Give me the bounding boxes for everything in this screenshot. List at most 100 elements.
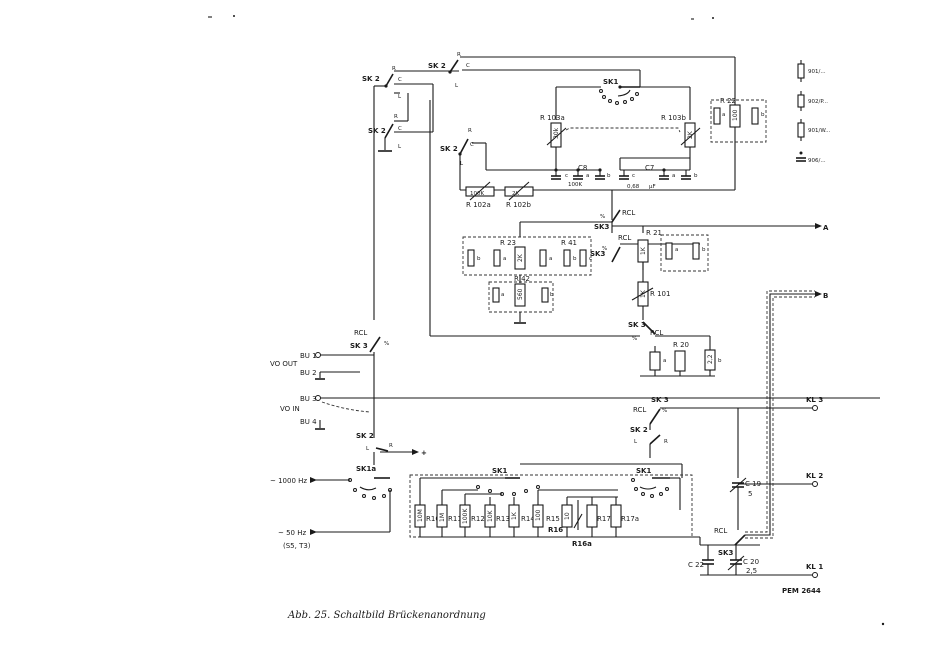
svg-text:a: a <box>503 256 506 262</box>
c19-value: 5 <box>748 490 752 498</box>
svg-text:a: a <box>501 292 504 298</box>
sk1-label-top: SK1 <box>603 78 618 86</box>
svg-text:b: b <box>718 358 722 364</box>
svg-text:a: a <box>549 256 552 262</box>
sk2a-l: L <box>398 94 402 100</box>
figure-caption: Abb. 25. Schaltbild Brückenanordnung <box>287 610 486 621</box>
r102-pair: 100K R 102a 2K R 102b <box>465 181 534 209</box>
c7-value: 0,68 <box>627 184 640 190</box>
svg-text:1K: 1K <box>640 246 647 255</box>
r17-label: R17 <box>597 515 611 523</box>
sk2a-r: R <box>392 66 396 72</box>
sk1a-label: SK1a <box>356 465 376 473</box>
sk2b-r: R <box>394 114 398 120</box>
r23-body <box>514 246 526 270</box>
svg-text:%: % <box>600 214 605 220</box>
svg-text:R: R <box>664 439 668 445</box>
r42-label: R 42 <box>514 275 530 283</box>
r16a-label: R16a <box>572 540 592 548</box>
r17a-label: R17a <box>621 515 639 523</box>
svg-text:RCL: RCL <box>714 527 727 535</box>
scan-marks <box>208 15 885 626</box>
svg-text:RCL: RCL <box>633 406 646 414</box>
svg-text:L: L <box>634 439 638 445</box>
svg-text:a: a <box>722 112 725 118</box>
svg-text:R: R <box>389 443 393 449</box>
out-a: A <box>823 224 829 232</box>
range-resistors: SK1 10M R10 1M R11 100K R12 10K R13 1K R… <box>409 463 700 548</box>
r15-label: R15 <box>546 515 560 523</box>
drawing-number: PEM 2644 <box>782 587 821 595</box>
r17-body <box>586 504 598 528</box>
svg-text:L: L <box>366 446 370 452</box>
sk1-top-rotary: SK1 <box>555 69 691 120</box>
r16-label: R16 <box>548 526 563 534</box>
capacitor-banks: C8 100K C7 0,68 µF c a b c a b <box>460 157 735 191</box>
r101: 1K R 101 <box>631 281 670 320</box>
r17a-body <box>610 504 622 528</box>
sk3-label-c: SK 3 <box>628 321 646 329</box>
sk3-label-a: SK3 <box>594 223 609 231</box>
r42-body <box>514 283 526 307</box>
left-bus: RCL SK 3 % BU 1 BU 2 VO OUT BU 3 VO IN B… <box>270 86 880 430</box>
svg-text:10: 10 <box>564 512 571 520</box>
svg-text:100K: 100K <box>462 508 469 524</box>
svg-text:b: b <box>694 173 698 179</box>
svg-text:c: c <box>589 256 592 262</box>
sk2-top-switches: SK 2 R C L SK 2 R C L SK 2 R C L SK 2 R <box>362 52 736 190</box>
r22-label: R 22 <box>720 97 736 105</box>
sk2b-l: L <box>398 144 402 150</box>
svg-text:100: 100 <box>535 509 542 521</box>
sk3-label-left: SK 3 <box>350 342 368 350</box>
sk2-label-b: SK 2 <box>368 127 386 135</box>
svg-text:b: b <box>477 256 481 262</box>
svg-text:10M: 10M <box>417 509 424 522</box>
svg-text:b: b <box>761 112 765 118</box>
legend-1: 901/... <box>808 69 826 75</box>
sk2c-l: L <box>455 83 459 89</box>
src-50hz: ~ 50 Hz <box>278 529 306 537</box>
svg-text:RCL: RCL <box>622 209 635 217</box>
vout: VO OUT <box>270 360 298 368</box>
r23-r41-r42-block: R 23 R 41 2K b a a b c R 42 560 a b <box>462 236 592 324</box>
sk2-label-e: SK 2 <box>356 432 374 440</box>
sk1b-contacts <box>631 478 669 498</box>
svg-text:2K: 2K <box>517 253 524 262</box>
right-bus: SK 3 RCL % KL 3 SK 2 L R SK1 <box>630 396 823 510</box>
svg-text:100: 100 <box>732 109 739 121</box>
sk2-label-f: SK 2 <box>630 426 648 434</box>
r20-label: R 20 <box>673 341 689 349</box>
legend-2: 902/P... <box>808 99 828 105</box>
sk1a-contacts <box>348 478 392 500</box>
svg-text:%: % <box>602 246 607 252</box>
sk2a-c: C <box>398 77 402 83</box>
svg-text:10K: 10K <box>487 509 494 522</box>
svg-text:1M: 1M <box>439 513 446 522</box>
r14-label: R14 <box>521 515 535 523</box>
svg-text:c: c <box>632 173 635 179</box>
sk2d-l: L <box>460 161 464 167</box>
r22-body <box>729 104 741 128</box>
bu4: BU 4 <box>300 418 317 426</box>
sk3-middle: RCL % SK3 A RCL SK3 % R 21 1K a b <box>519 190 829 282</box>
svg-text:1K: 1K <box>511 511 518 520</box>
sk2c-r: R <box>457 52 461 58</box>
sk3-label-e: SK3 <box>718 549 733 557</box>
r103b-label: R 103b <box>661 114 686 122</box>
c8-label: C8 <box>578 164 587 172</box>
svg-text:RCL: RCL <box>650 329 663 337</box>
sk1-contacts <box>599 89 639 105</box>
vin: VO IN <box>280 405 300 413</box>
r23-label: R 23 <box>500 239 516 247</box>
svg-text:2,2: 2,2 <box>707 354 714 364</box>
cap-cells <box>551 170 691 180</box>
bu2: BU 2 <box>300 369 317 377</box>
r20-body <box>674 350 686 372</box>
r102a-label: R 102a <box>466 201 491 209</box>
svg-text:a: a <box>663 358 666 364</box>
svg-text:b: b <box>607 173 611 179</box>
sk2d-c: C <box>470 142 474 148</box>
svg-text:%: % <box>384 341 389 347</box>
sk3-right: SK 3 RCL % a R 20 2,2 b <box>628 321 722 377</box>
svg-text:c: c <box>565 173 568 179</box>
